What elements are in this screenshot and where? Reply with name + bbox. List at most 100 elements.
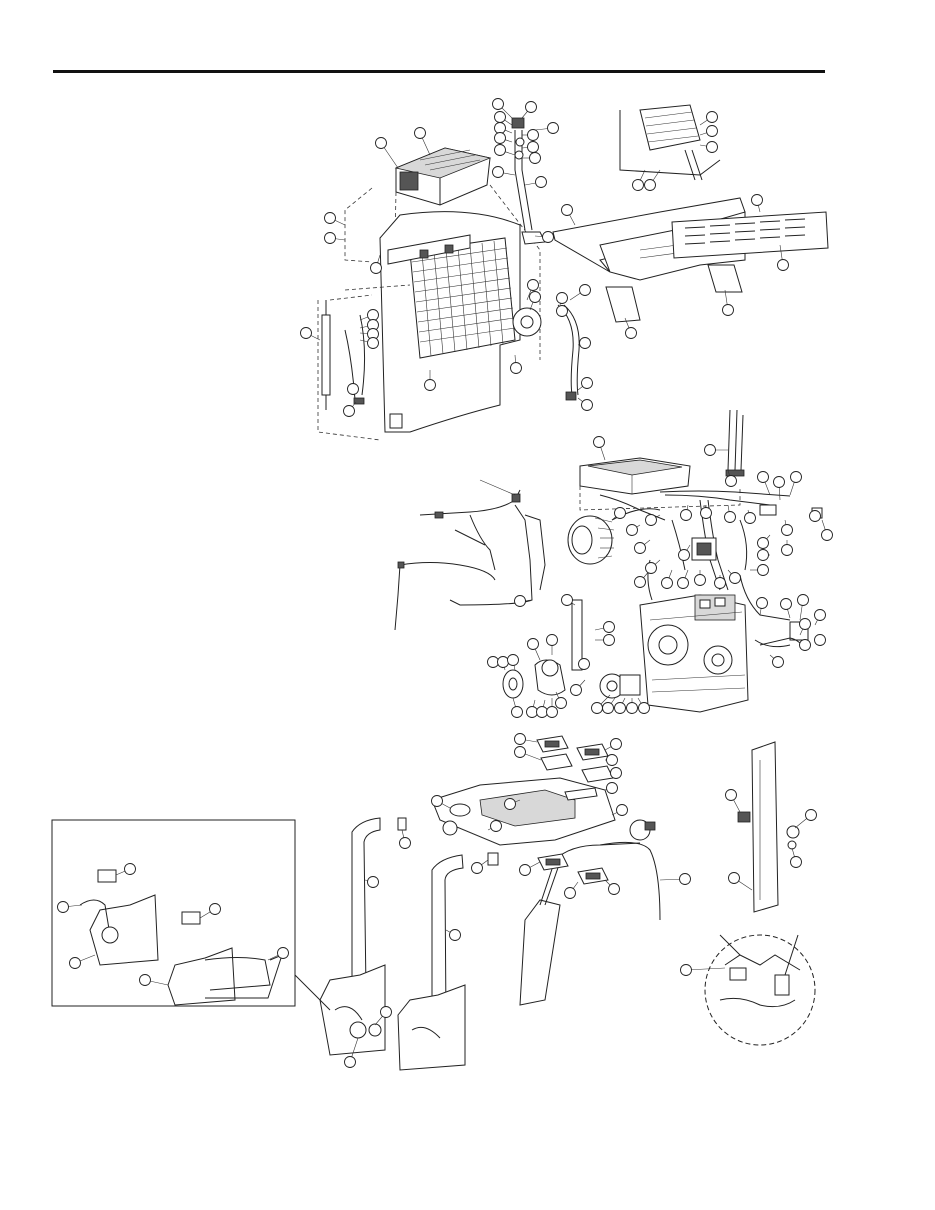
callout-bubble <box>704 444 716 456</box>
callout-bubble <box>514 746 526 758</box>
callout-bubble <box>526 706 538 718</box>
callout-bubble <box>757 537 769 549</box>
callout-bubble <box>805 809 817 821</box>
callout-bubble <box>694 574 706 586</box>
callout-bubble <box>756 597 768 609</box>
callout-bubble <box>578 658 590 670</box>
callout-bubble <box>139 974 151 986</box>
callout-bubble <box>324 212 336 224</box>
callout-bubble <box>725 475 737 487</box>
callout-bubble <box>706 111 718 123</box>
callout-bubble <box>494 144 506 156</box>
callout-bubble <box>277 947 289 959</box>
callout-bubble <box>581 377 593 389</box>
callout-bubble <box>375 137 387 149</box>
callout-bubble <box>497 656 509 668</box>
callout-bubble <box>603 634 615 646</box>
callout-bubble <box>487 656 499 668</box>
callout-bubble <box>790 471 802 483</box>
louver-grille <box>671 211 829 259</box>
callout-bubble <box>347 383 359 395</box>
callout-bubble <box>581 399 593 411</box>
left-seat-base <box>319 964 386 1056</box>
floor-duct-assembly <box>319 735 816 1071</box>
callout-bubble <box>626 702 638 714</box>
callout-bubble <box>324 232 336 244</box>
control-cable <box>599 841 661 921</box>
callout-bubble <box>661 577 673 589</box>
pulley-belt-set <box>502 599 641 699</box>
callout-bubble <box>527 279 539 291</box>
callout-bubble <box>634 542 646 554</box>
floor-vents <box>537 853 609 885</box>
callout-leader <box>685 967 726 971</box>
callout-bubble <box>344 1056 356 1068</box>
callout-bubble <box>638 702 650 714</box>
callout-bubble <box>725 789 737 801</box>
callout-bubble <box>614 702 626 714</box>
callout-bubble <box>677 577 689 589</box>
callout-bubble <box>706 141 718 153</box>
callout-bubble <box>507 654 519 666</box>
circular-detail-view <box>704 934 816 1046</box>
cabin-filters <box>536 735 614 783</box>
insulation-pad-left <box>605 286 641 323</box>
right-vertical-strip <box>737 741 800 913</box>
callout-bubble <box>546 634 558 646</box>
callout-bubble <box>772 656 784 668</box>
callout-bubble <box>570 684 582 696</box>
callout-bubble <box>449 929 461 941</box>
callout-bubble <box>556 305 568 317</box>
callout-bubble <box>614 507 626 519</box>
callout-bubble <box>561 594 573 606</box>
callout-bubble <box>579 337 591 349</box>
callout-bubble <box>632 179 644 191</box>
callout-bubble <box>547 122 559 134</box>
callout-bubble <box>799 639 811 651</box>
callout-bubble <box>790 856 802 868</box>
callout-bubble <box>616 804 628 816</box>
callout-bubble <box>555 697 567 709</box>
side-vent-column <box>519 842 641 1006</box>
insulation-pad-right <box>707 264 743 293</box>
callout-bubble <box>300 327 312 339</box>
callout-bubble <box>424 379 436 391</box>
callout-bubble <box>367 876 379 888</box>
callout-bubble <box>606 754 618 766</box>
callout-bubble <box>809 510 821 522</box>
callout-bubble <box>431 795 443 807</box>
callout-bubble <box>494 122 506 134</box>
callout-bubble <box>370 262 382 274</box>
callout-bubble <box>634 576 646 588</box>
left-hose-assemblies <box>317 284 411 441</box>
callout-bubble <box>700 507 712 519</box>
callout-bubble <box>757 549 769 561</box>
callout-bubble <box>606 782 618 794</box>
callout-bubble <box>399 837 411 849</box>
callout-bubble <box>69 957 81 969</box>
clip-b <box>487 852 499 866</box>
left-vertical-duct <box>351 817 381 991</box>
callout-bubble <box>593 436 605 448</box>
callout-bubble <box>757 564 769 576</box>
callout-bubble <box>510 362 522 374</box>
cab-rear-panel <box>379 211 521 433</box>
callout-bubble <box>591 702 603 714</box>
callout-bubble <box>343 405 355 417</box>
callout-bubble <box>602 702 614 714</box>
callout-bubble <box>603 621 615 633</box>
callout-bubble <box>124 863 136 875</box>
callout-bubble <box>744 512 756 524</box>
callout-bubble <box>645 514 657 526</box>
callout-bubble <box>821 529 833 541</box>
callout-bubble <box>471 862 483 874</box>
callout-bubble <box>680 964 692 976</box>
callout-bubble <box>529 152 541 164</box>
callout-bubble <box>645 562 657 574</box>
callout-bubble <box>561 204 573 216</box>
callout-bubble <box>781 524 793 536</box>
callout-bubble <box>579 284 591 296</box>
engine-hose-assembly <box>394 409 823 713</box>
right-seat-base <box>397 984 466 1071</box>
